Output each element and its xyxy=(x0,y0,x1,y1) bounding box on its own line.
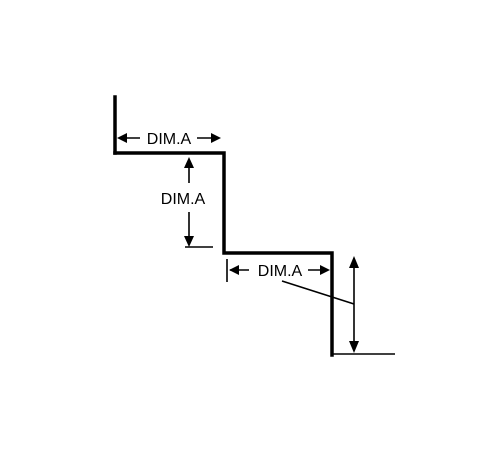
top-horizontal-dimension: DIM.A xyxy=(117,131,221,148)
top-dimension-left-arrowhead xyxy=(117,133,127,143)
left-dimension-top-arrowhead xyxy=(184,157,194,168)
top-dimension-label: DIM.A xyxy=(147,131,192,148)
middle-dimension-left-arrowhead xyxy=(229,265,239,275)
left-vertical-dimension: DIM.A xyxy=(161,157,213,248)
label-leader-line xyxy=(281,280,355,305)
left-dimension-label: DIM.A xyxy=(161,191,206,208)
middle-horizontal-dimension: DIM.A xyxy=(226,259,330,282)
middle-dimension-label: DIM.A xyxy=(258,263,303,280)
top-dimension-right-arrowhead xyxy=(211,133,221,143)
left-dimension-bottom-arrowhead xyxy=(184,236,194,247)
stair-profile-outline xyxy=(113,151,334,357)
right-dimension-bottom-arrowhead xyxy=(349,341,359,353)
right-dimension-top-arrowhead xyxy=(349,256,359,268)
right-vertical-dimension xyxy=(349,256,359,353)
middle-dimension-right-arrowhead xyxy=(320,265,330,275)
